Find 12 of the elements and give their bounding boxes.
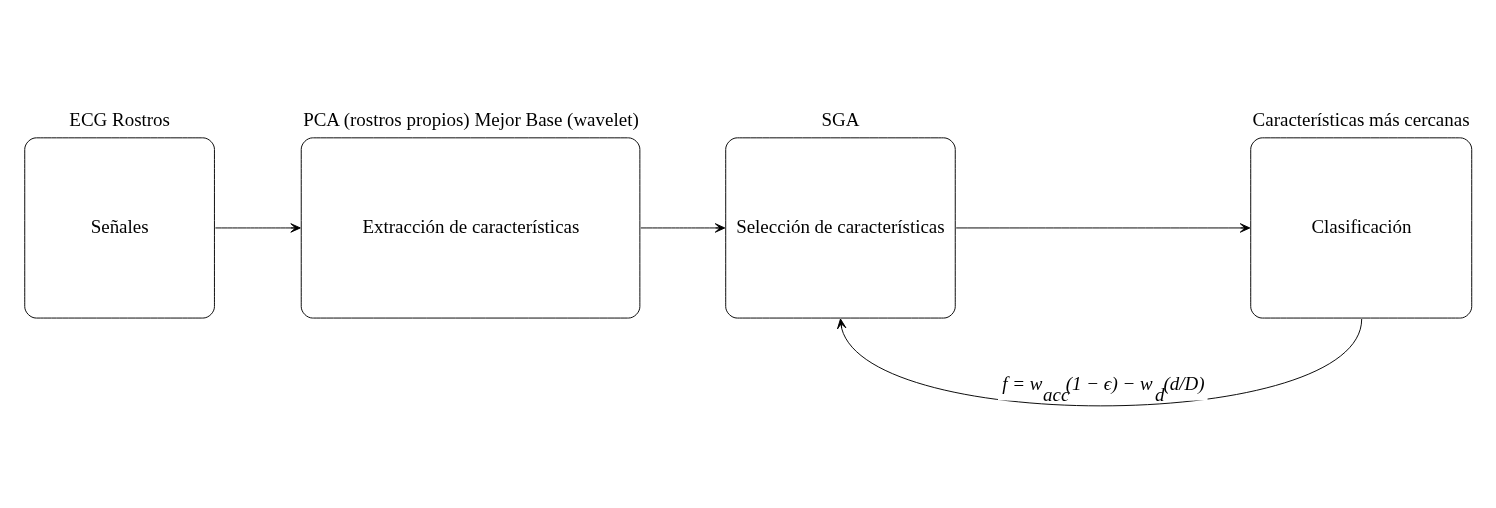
node-label: Características más cercanas bbox=[1252, 109, 1470, 131]
arrow bbox=[214, 223, 301, 233]
node-label: SGA bbox=[821, 109, 860, 131]
node-label: PCA (rostros propios) Mejor Base (wavelet) bbox=[303, 109, 639, 131]
arrow bbox=[955, 223, 1251, 233]
node-box: Selección de características bbox=[725, 137, 956, 319]
node-box: Extracción de características bbox=[300, 137, 641, 319]
node-label: ECG Rostros bbox=[69, 109, 170, 131]
node-box: Señales bbox=[24, 137, 215, 319]
node-box: Clasificación bbox=[1250, 137, 1473, 319]
arrow bbox=[640, 223, 726, 233]
arrow bbox=[837, 318, 1363, 407]
